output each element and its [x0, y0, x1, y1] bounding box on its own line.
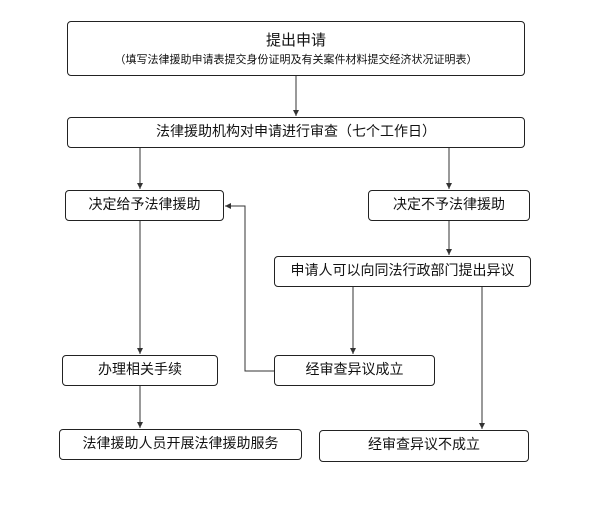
- objection-label: 申请人可以向同法行政部门提出异议: [290, 262, 515, 279]
- procedures-box: 办理相关手续: [62, 355, 218, 386]
- review-label: 法律援助机构对申请进行审查（七个工作日）: [156, 123, 436, 140]
- deny-label: 决定不予法律援助: [393, 196, 505, 213]
- apply-box: 提出申请 （填写法律援助申请表提交身份证明及有关案件材料提交经济状况证明表）: [67, 21, 525, 76]
- objection-rejected-box: 经审查异议不成立: [319, 430, 529, 462]
- objection-box: 申请人可以向同法行政部门提出异议: [274, 256, 531, 287]
- service-label: 法律援助人员开展法律援助服务: [82, 435, 279, 452]
- procedures-label: 办理相关手续: [98, 361, 182, 378]
- objection-upheld-label: 经审查异议成立: [305, 361, 404, 378]
- deny-box: 决定不予法律援助: [368, 190, 530, 221]
- service-box: 法律援助人员开展法律援助服务: [59, 429, 302, 460]
- objection-rejected-label: 经审查异议不成立: [368, 437, 480, 454]
- apply-note: （填写法律援助申请表提交身份证明及有关案件材料提交经济状况证明表）: [114, 52, 478, 66]
- review-box: 法律援助机构对申请进行审查（七个工作日）: [67, 117, 525, 148]
- arrow-upheld-to-grant: [225, 203, 274, 372]
- objection-upheld-box: 经审查异议成立: [274, 355, 435, 386]
- grant-label: 决定给予法律援助: [88, 196, 201, 213]
- grant-box: 决定给予法律援助: [65, 190, 224, 221]
- apply-title: 提出申请: [265, 30, 326, 49]
